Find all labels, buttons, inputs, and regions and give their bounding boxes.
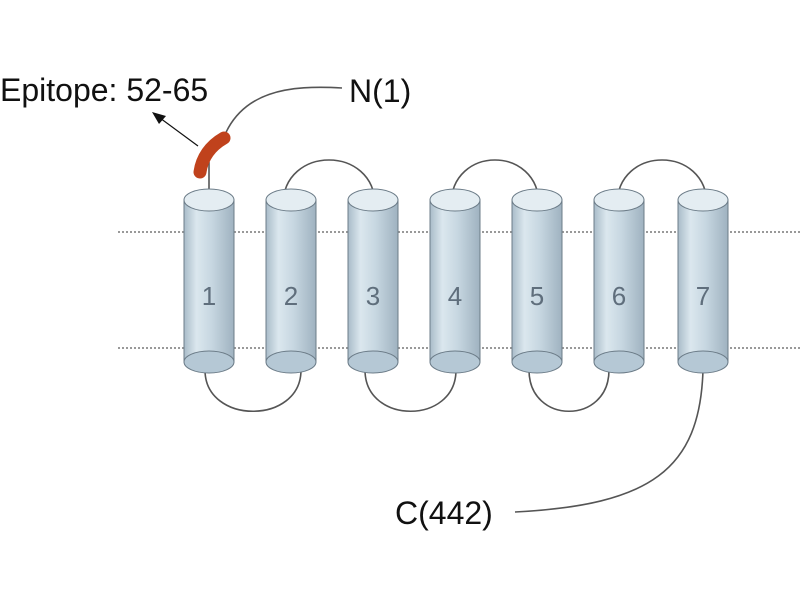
epitope-label: Epitope: 52-65 (0, 72, 208, 108)
loop-2-3 (282, 159, 376, 206)
helix-7-label: 7 (696, 281, 710, 311)
helix-3-label: 3 (366, 281, 380, 311)
helix-2: 2 (265, 188, 317, 374)
helix-4: 4 (429, 188, 481, 374)
helix-5: 5 (511, 188, 563, 374)
helix-1: 1 (183, 188, 235, 374)
helix-2-label: 2 (284, 281, 298, 311)
loop-4-5 (450, 159, 540, 206)
helix-3: 3 (347, 188, 399, 374)
epitope-arrow (159, 117, 199, 147)
n-terminal-label: N(1) (349, 73, 411, 109)
c-terminal-label: C(442) (395, 495, 493, 531)
helix-6-label: 6 (612, 281, 626, 311)
loop-5-6 (528, 369, 610, 413)
epitope-segment (193, 131, 231, 179)
loop-6-7 (616, 159, 708, 206)
loop-1-2 (204, 369, 302, 412)
c-terminal-tail (514, 369, 704, 513)
loop-3-4 (364, 369, 457, 412)
helix-7: 7 (677, 188, 729, 374)
helix-5-label: 5 (530, 281, 544, 311)
helix-6: 6 (593, 188, 645, 374)
n-terminal-curve (221, 86, 343, 143)
helix-4-label: 4 (448, 281, 462, 311)
helix-1-label: 1 (202, 281, 216, 311)
arrowhead-icon (152, 112, 166, 124)
